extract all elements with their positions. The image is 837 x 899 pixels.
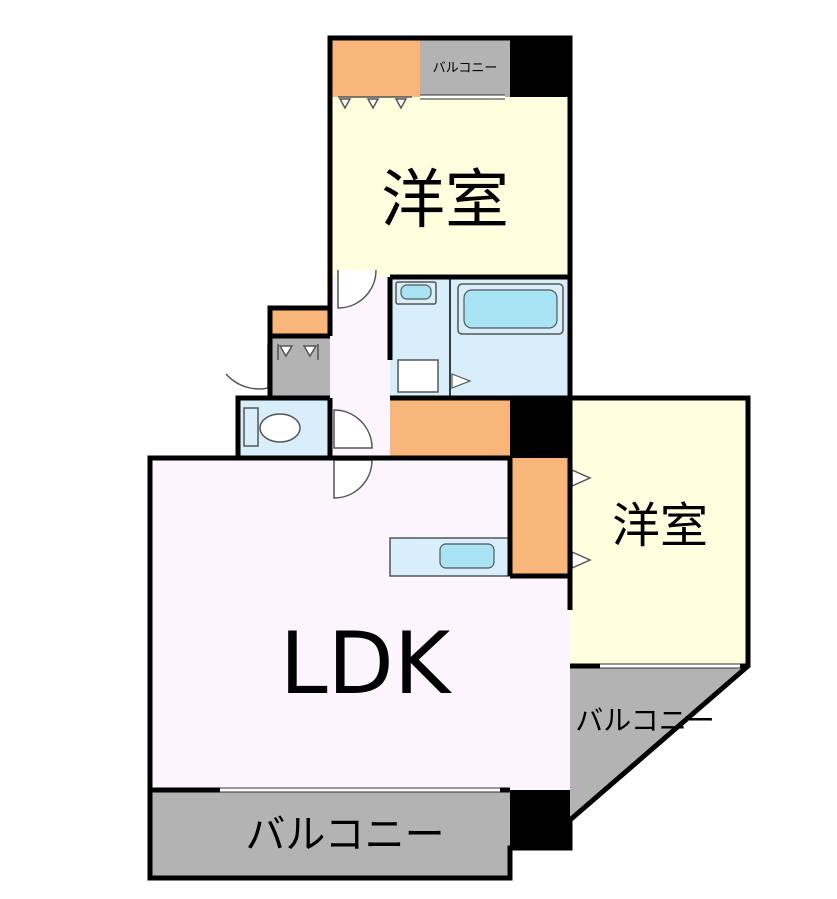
bedroom-east-label: 洋室 <box>612 498 708 554</box>
closet-north-doors <box>338 96 412 110</box>
kitchen-sink <box>389 537 511 577</box>
washing-machine-space <box>397 359 439 393</box>
bedroom-east-floor <box>570 398 748 666</box>
window-frames <box>220 94 740 793</box>
pillar-center <box>510 398 570 458</box>
balcony-south <box>150 790 510 878</box>
balcony-east-label: バルコニー <box>575 704 714 737</box>
hallway-door-upper <box>337 269 377 309</box>
hallway-door-lower <box>333 409 373 449</box>
storage-center <box>390 398 510 458</box>
balcony-north-label: バルコニー <box>433 61 498 76</box>
shoe-cupboard <box>270 308 330 336</box>
windows <box>220 95 740 792</box>
closet-east <box>510 458 570 576</box>
bedroom-north-label: 洋室 <box>381 164 509 238</box>
toilet-icon <box>243 407 301 447</box>
pillar-north <box>510 38 570 97</box>
wash-basin <box>395 281 437 305</box>
ldk-label: LDK <box>280 614 453 714</box>
bedroom-north-floor <box>330 97 570 277</box>
closet-north <box>330 38 420 97</box>
bath-door-mark <box>451 373 472 389</box>
balcony-south-label: バルコニー <box>245 812 444 858</box>
ldk-door <box>333 459 373 499</box>
bathtub <box>457 283 564 335</box>
pillar-south <box>510 790 570 848</box>
balcony-north <box>420 38 510 97</box>
